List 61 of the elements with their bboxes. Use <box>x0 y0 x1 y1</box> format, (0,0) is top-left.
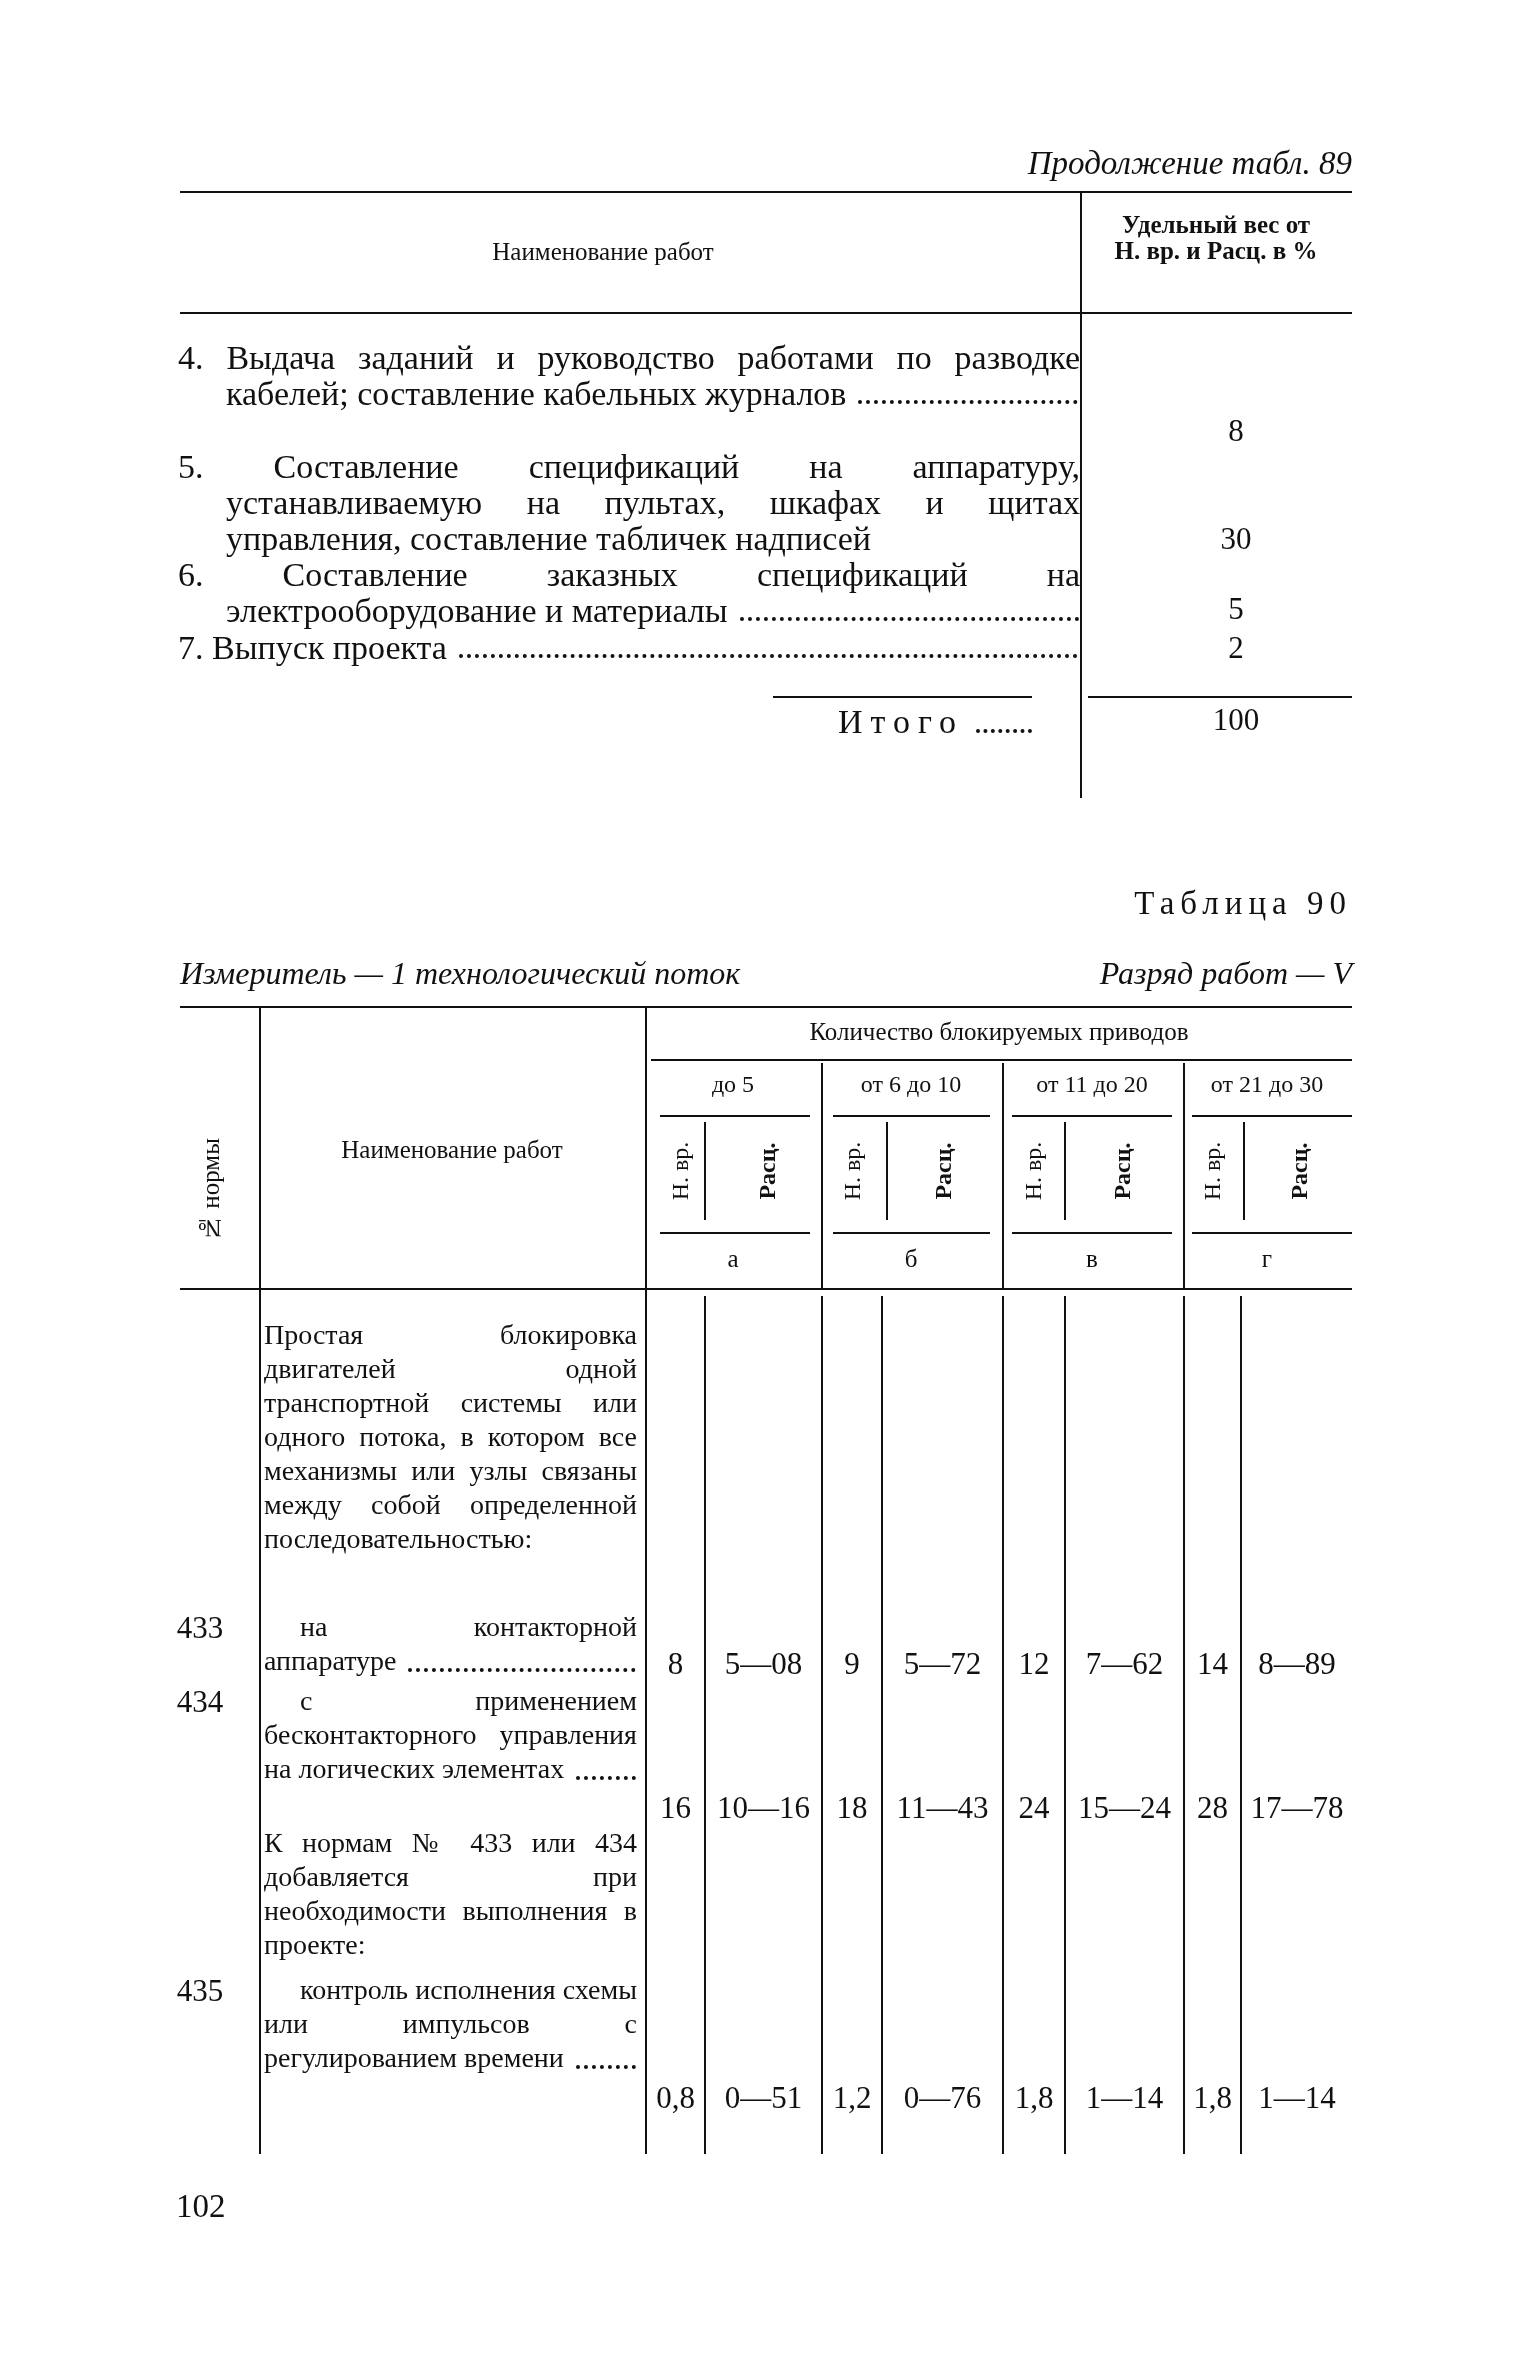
cell-value: 18 <box>836 1790 868 1826</box>
cell-value: 7—62 <box>1085 1646 1164 1682</box>
norm-number: 435 <box>176 1973 224 2009</box>
column-header: Количество блокируемых приводов <box>809 1018 1189 1047</box>
cell-value: 0—51 <box>724 2080 803 2116</box>
cell-value: 1,8 <box>1014 2080 1054 2116</box>
column-header: Наименование работ <box>492 238 714 267</box>
table-title: Таблица 90 <box>1134 885 1352 923</box>
norm-number: 434 <box>176 1684 224 1720</box>
cell-value: 1,2 <box>832 2080 872 2116</box>
column-header: г <box>1261 1245 1273 1274</box>
cell-value: 2 <box>1228 630 1244 666</box>
cell-value: 16 <box>660 1790 691 1826</box>
cell-value: 8 <box>667 1646 684 1682</box>
cell-value: 0—76 <box>903 2080 982 2116</box>
cell-value: 1—14 <box>1258 2080 1336 2116</box>
column-header: Расц. <box>1109 1142 1137 1200</box>
cell-value: 100 <box>1212 702 1260 738</box>
cell-value: 1,8 <box>1193 2080 1232 2116</box>
column-header: Наименование работ <box>341 1136 563 1165</box>
cell-value: 0,8 <box>656 2080 695 2116</box>
column-header: Н. вр. <box>667 1141 695 1201</box>
cell-value: 5—08 <box>724 1646 803 1682</box>
cell-value: 8 <box>1228 413 1244 449</box>
cell-value: 15—24 <box>1078 1790 1171 1826</box>
column-header: Расц. <box>754 1142 782 1200</box>
column-header: в <box>1086 1245 1098 1274</box>
cell-value: 17—78 <box>1250 1790 1344 1826</box>
column-header: Расц. <box>1286 1142 1314 1200</box>
table-continuation-caption: Продолжение табл. 89 <box>1027 145 1352 183</box>
column-header: Н. вр. <box>1020 1141 1048 1201</box>
column-header: от 21 до 30 <box>1210 1071 1324 1099</box>
column-header: от 11 до 20 <box>1036 1071 1148 1099</box>
cell-value: 14 <box>1197 1646 1228 1682</box>
cell-value: 10—16 <box>717 1790 810 1826</box>
column-header: до 5 <box>711 1071 755 1099</box>
work-description: Простая блокировка двигателей одной транспортной системы или одного потока, в котором все механизмы или узлы связаны между собой определенной последовательностью: <box>264 1318 637 1556</box>
work-description: К нормам № 433 или 434 добавляется при необходимости выполнения в проекте: <box>264 1826 637 1962</box>
column-header: б <box>904 1245 918 1274</box>
cell-value: 1—14 <box>1085 2080 1164 2116</box>
column-header: а <box>727 1245 739 1274</box>
column-header: № нормы <box>196 1138 225 1242</box>
column-header: Удельный вес от Н. вр. и Расц. в % <box>1113 212 1319 265</box>
cell-value: 30 <box>1220 521 1252 557</box>
table-caption: Измеритель — 1 технологический поток <box>180 955 742 992</box>
work-item: 5. Составление спецификаций на аппаратуру, устанавливаемую на пультах, шкафах и щитах управления, составление табличек надписей <box>178 449 1080 557</box>
cell-value: 12 <box>1018 1646 1050 1682</box>
cell-value: 5 <box>1228 591 1244 627</box>
total-label: Итого <box>837 702 1032 742</box>
cell-value: 5—72 <box>903 1646 982 1682</box>
cell-value: 8—89 <box>1258 1646 1336 1682</box>
cell-value: 11—43 <box>896 1790 989 1826</box>
norm-number: 433 <box>176 1610 224 1646</box>
cell-value: 24 <box>1018 1790 1050 1826</box>
column-header: Н. вр. <box>1199 1141 1227 1201</box>
column-header: Н. вр. <box>839 1141 867 1201</box>
cell-value: 28 <box>1197 1790 1228 1826</box>
column-header: от 6 до 10 <box>860 1071 962 1099</box>
cell-value: 9 <box>844 1646 860 1682</box>
page-number: 102 <box>176 2188 227 2226</box>
column-header: Расц. <box>930 1142 958 1200</box>
